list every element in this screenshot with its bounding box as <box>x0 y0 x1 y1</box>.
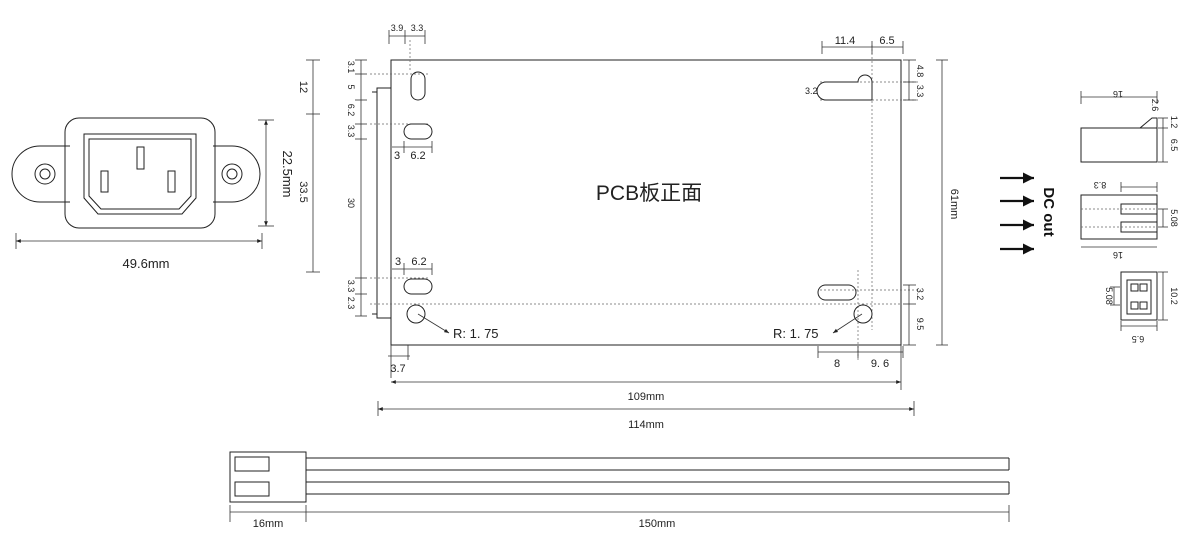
side-view-dim-1: 8.3 <box>1094 180 1107 190</box>
pcb-left-dimensions: 3.1 5 6.2 3.3 30 3.3 2.3 <box>346 59 367 317</box>
right-bottom-dim-2: 9.5 <box>915 318 925 331</box>
dc-connector-end-view: 5.08 10.2 6.5 <box>1104 271 1179 344</box>
end-view-dim-2: 10.2 <box>1169 287 1179 305</box>
left-dim-1: 3.1 <box>346 61 356 74</box>
upper-slot-dim-1: 3 <box>394 150 400 162</box>
dc-out-arrows: DC out <box>1000 172 1057 255</box>
pcb-top-dimensions: 3.9 3.3 11.4 6.5 <box>388 23 904 54</box>
left-dim-5: 30 <box>346 198 356 208</box>
bottom-left-dim: 3.7 <box>390 363 405 375</box>
top-view-dim-3: 1.2 <box>1169 116 1179 129</box>
right-top-dim-2: 3.3 <box>915 85 925 98</box>
dc-connector-side-view: 8.3 5.08 16 <box>1080 180 1179 260</box>
left-dim-7: 2.3 <box>346 297 356 310</box>
connector-length-label: 16mm <box>253 518 284 530</box>
top-right-dim-2: 6.5 <box>879 35 894 47</box>
top-left-dim-2: 3.3 <box>411 23 424 33</box>
socket-dimensions: 49.6mm 22.5mm 12 33.5 <box>15 59 320 273</box>
pcb-outer-width: 114mm <box>628 419 664 431</box>
end-view-dim-1: 5.08 <box>1104 287 1114 305</box>
pcb-bottom-dimensions: 3.7 8 9. 6 109mm 114mm <box>377 345 915 431</box>
pcb-inner-width: 109mm <box>628 391 665 403</box>
left-dim-2: 5 <box>346 84 356 89</box>
bottom-right-dim-2: 9. 6 <box>871 358 889 370</box>
top-view-dim-2: 2.6 <box>1150 99 1160 112</box>
cable-dimensions: 16mm 150mm <box>229 505 1010 530</box>
left-dim-4: 3.3 <box>346 125 356 138</box>
side-view-width: 16 <box>1113 250 1123 260</box>
pcb-title: PCB板正面 <box>596 182 702 205</box>
dc-out-label: DC out <box>1040 187 1057 236</box>
side-view-dim-2: 5.08 <box>1169 209 1179 227</box>
pcb-right-dimensions: 4.8 3.3 3.2 9.5 3.2 61mm <box>805 59 960 346</box>
slot-label-right: 3.2 <box>805 86 818 96</box>
pcb-slot-dimensions: 3 6.2 3 6.2 <box>392 141 433 275</box>
upper-slot-dim-2: 6.2 <box>410 150 425 162</box>
top-view-dim-4: 6.5 <box>1169 139 1179 152</box>
radius-right-label: R: 1. 75 <box>773 326 819 341</box>
radius-left-label: R: 1. 75 <box>453 326 499 341</box>
pcb-holes <box>403 71 873 324</box>
output-cable <box>229 451 1010 503</box>
lower-slot-dim-2: 6.2 <box>411 256 426 268</box>
socket-height-label: 22.5mm <box>280 151 295 198</box>
socket-offset-label: 12 <box>297 81 309 93</box>
left-dim-6: 3.3 <box>346 280 356 293</box>
top-right-dim-1: 11.4 <box>835 35 856 47</box>
dc-connector-top-view: 16 2.6 1.2 6.5 <box>1080 89 1179 163</box>
right-top-dim-1: 4.8 <box>915 65 925 78</box>
lower-slot-dim-1: 3 <box>395 256 401 268</box>
left-dim-3: 6.2 <box>346 104 356 117</box>
socket-side-label: 33.5 <box>297 181 309 202</box>
pcb-height-label: 61mm <box>948 189 960 220</box>
right-bottom-dim-1: 3.2 <box>915 288 925 301</box>
cable-length-label: 150mm <box>639 518 676 530</box>
socket-width-label: 49.6mm <box>123 256 170 271</box>
ac-socket <box>11 117 261 229</box>
pcb-radius-callouts: R: 1. 75 R: 1. 75 <box>417 313 863 341</box>
top-left-dim-1: 3.9 <box>391 23 404 33</box>
top-view-width: 16 <box>1113 89 1123 99</box>
end-view-dim-3: 6.5 <box>1132 334 1145 344</box>
bottom-right-dim-1: 8 <box>834 358 840 370</box>
